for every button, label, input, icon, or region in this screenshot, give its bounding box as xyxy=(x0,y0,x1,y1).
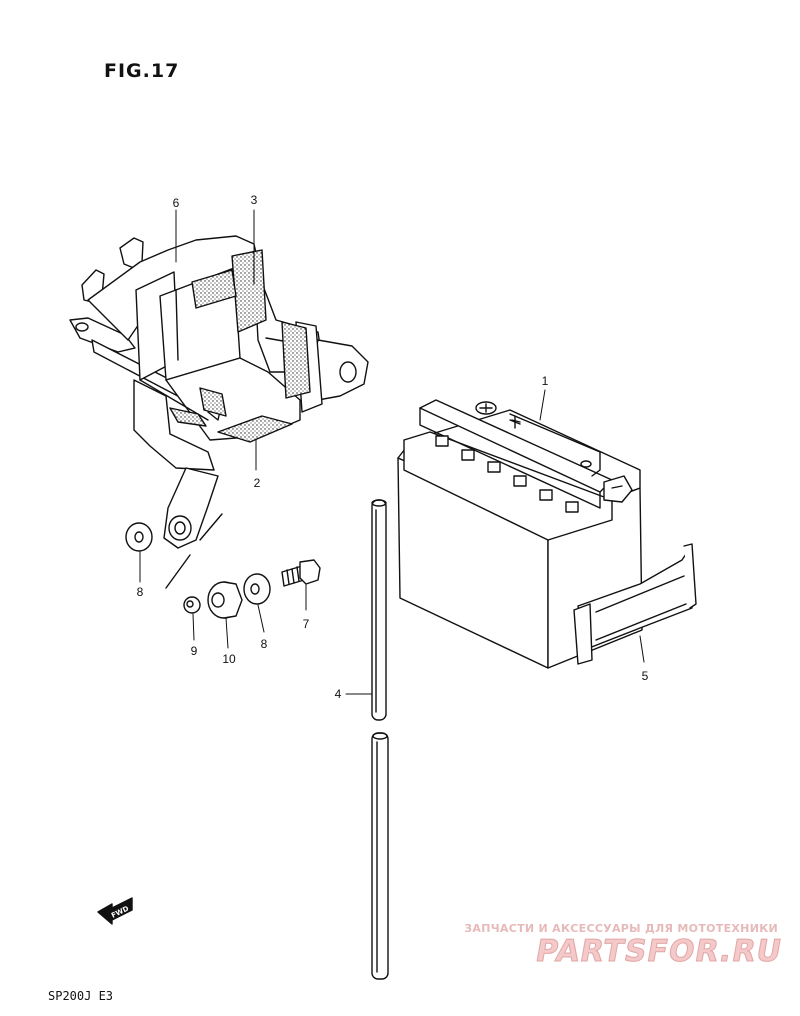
washer-8-lower xyxy=(243,573,271,605)
battery-band xyxy=(573,543,697,665)
part-label-5: 5 xyxy=(641,669,649,683)
figure-title: FIG.17 xyxy=(104,60,180,82)
battery-cells xyxy=(435,435,579,513)
model-code: SP200J E3 xyxy=(48,989,114,1003)
fwd-arrow-icon xyxy=(97,897,133,925)
grommet-10 xyxy=(207,581,243,619)
bolt-7 xyxy=(281,559,321,587)
terminal-positive xyxy=(603,475,633,503)
battery xyxy=(397,399,643,669)
watermark-brand: PARTSFOR.RU xyxy=(533,934,786,970)
leader-lines xyxy=(139,209,645,695)
collar-9 xyxy=(183,596,201,614)
washer-8-upper xyxy=(125,522,153,552)
part-label-8-upper: 8 xyxy=(136,585,144,599)
rubber-cushion-lower xyxy=(169,407,293,443)
part-label-2: 2 xyxy=(253,476,261,490)
part-label-8-lower: 8 xyxy=(260,637,268,651)
part-label-9: 9 xyxy=(190,644,198,658)
part-label-4: 4 xyxy=(334,687,342,701)
watermark-tagline: ЗАПЧАСТИ И АКСЕССУАРЫ ДЛЯ МОТОТЕХНИКИ xyxy=(464,922,778,935)
part-label-6: 6 xyxy=(172,196,180,210)
terminal-negative xyxy=(475,401,497,415)
rubber-cushion-side xyxy=(199,321,311,417)
part-label-10: 10 xyxy=(222,652,236,666)
part-label-1: 1 xyxy=(541,374,549,388)
rubber-cushion-upper xyxy=(191,249,267,333)
breather-hose xyxy=(371,499,389,980)
part-label-3: 3 xyxy=(250,193,258,207)
part-label-7: 7 xyxy=(302,617,310,631)
